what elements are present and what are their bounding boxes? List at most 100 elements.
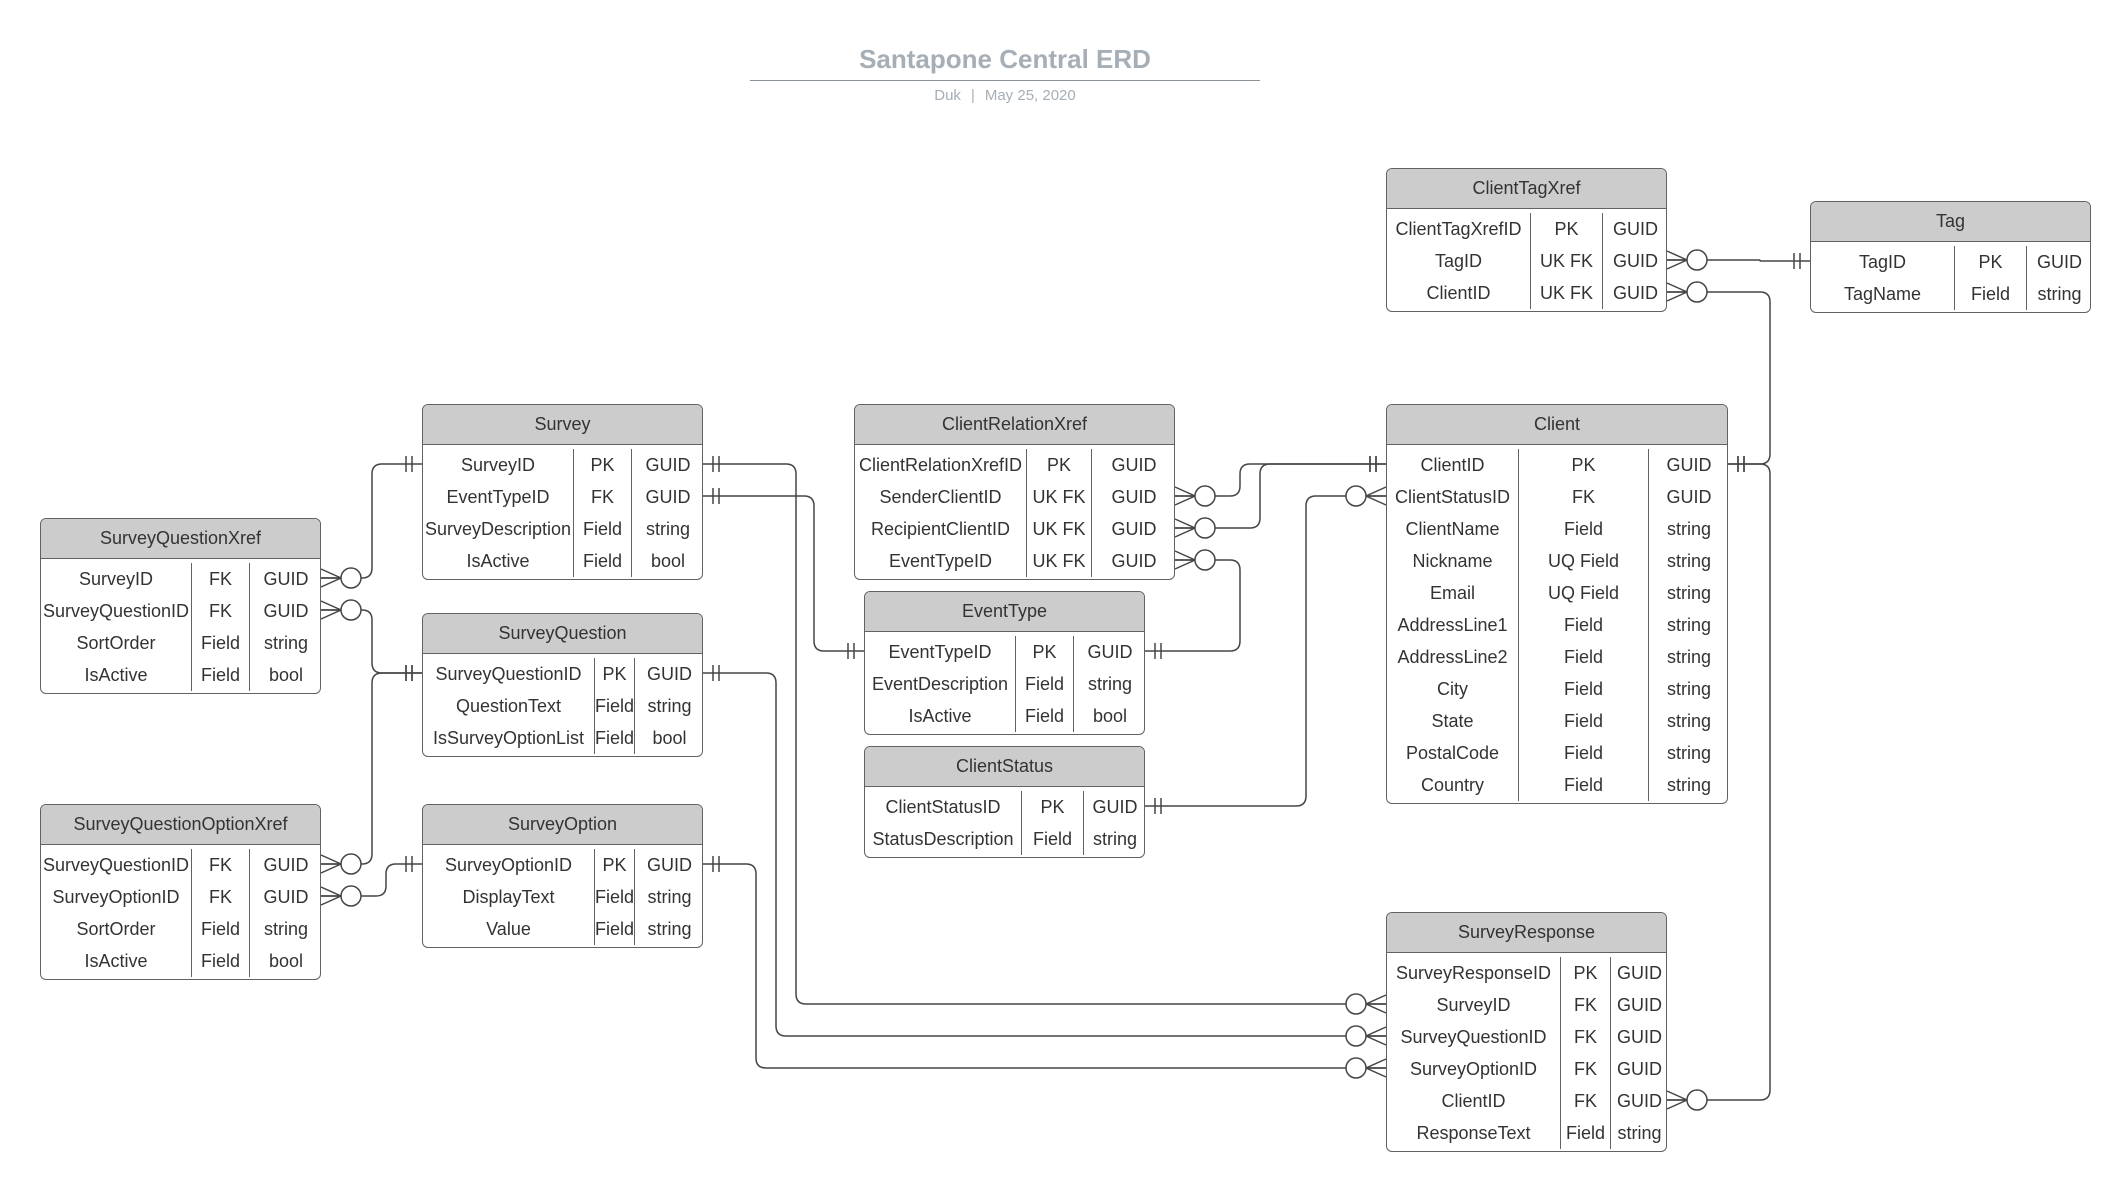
field-type: GUID: [1617, 1091, 1662, 1111]
cardinality-zero-mark: [1345, 1025, 1367, 1047]
field-type: GUID: [1111, 551, 1157, 571]
cardinality-many-mark: [320, 600, 343, 620]
field-key: Field: [595, 881, 635, 913]
author: Duk: [934, 87, 961, 104]
relationship-line: [1667, 463, 1771, 1101]
field-key: Field: [192, 627, 250, 659]
field-type: GUID: [1613, 283, 1658, 303]
field-key: FK: [192, 849, 250, 881]
relationship-line: [703, 463, 1386, 1005]
cardinality-zero-mark: [1194, 549, 1216, 571]
field-key: Field: [1022, 823, 1084, 855]
field-name: SurveyOptionID: [41, 881, 192, 913]
field-key: Field: [595, 722, 635, 754]
relationship-line: [321, 672, 422, 865]
entity-title: ClientRelationXref: [855, 405, 1174, 445]
relationship-line: [321, 863, 422, 897]
field-key: Field: [1016, 668, 1074, 700]
field-type: GUID: [647, 855, 692, 875]
field-name: SurveyDescription: [423, 513, 574, 545]
relationship-line: [1667, 259, 1810, 262]
field-name: SurveyQuestionID: [423, 658, 595, 690]
field-key: FK: [1561, 1021, 1611, 1053]
cardinality-many-mark: [1666, 282, 1689, 302]
field-name: IsActive: [41, 945, 192, 977]
cardinality-zero-mark: [1194, 485, 1216, 507]
subtitle-separator: |: [970, 87, 975, 104]
field-key: PK: [1519, 449, 1649, 481]
field-type: bool: [268, 665, 304, 685]
field-type: string: [263, 633, 308, 653]
field-name: SurveyQuestionID: [41, 849, 192, 881]
field-key: FK: [192, 595, 250, 627]
field-key: Field: [1519, 705, 1649, 737]
field-key: Field: [574, 545, 632, 577]
field-name: ClientTagXrefID: [1387, 213, 1531, 245]
field-type: GUID: [645, 455, 691, 475]
field-name: DisplayText: [423, 881, 595, 913]
relationship-line: [1667, 291, 1771, 465]
cardinality-many-mark: [1666, 250, 1689, 270]
field-key: PK: [595, 849, 635, 881]
field-type: GUID: [1092, 797, 1138, 817]
field-name: Nickname: [1387, 545, 1519, 577]
cardinality-many-mark: [1364, 486, 1387, 506]
field-key: PK: [1022, 791, 1084, 823]
cardinality-zero-mark: [1345, 993, 1367, 1015]
field-key: UQ Field: [1519, 577, 1649, 609]
cardinality-many-mark: [1364, 994, 1387, 1014]
field-key: Field: [595, 913, 635, 945]
field-name: IsActive: [423, 545, 574, 577]
field-name: EventTypeID: [855, 545, 1027, 577]
field-name: ClientID: [1387, 277, 1531, 309]
field-name: ClientRelationXrefID: [855, 449, 1027, 481]
cardinality-many-mark: [1666, 1090, 1689, 1110]
cardinality-many-mark: [320, 568, 343, 588]
field-name: City: [1387, 673, 1519, 705]
field-name: SurveyID: [41, 563, 192, 595]
field-name: EventDescription: [865, 668, 1016, 700]
entity-title: ClientStatus: [865, 747, 1144, 787]
entity-title: Survey: [423, 405, 702, 445]
field-key: Field: [1016, 700, 1074, 732]
relationship-line: [1175, 463, 1386, 529]
entity-title: SurveyQuestion: [423, 614, 702, 654]
field-name: SurveyResponseID: [1387, 957, 1561, 989]
field-key: Field: [192, 659, 250, 691]
cardinality-many-mark: [1174, 486, 1197, 506]
cardinality-zero-mark: [340, 885, 362, 907]
field-name: SurveyID: [423, 449, 574, 481]
relationship-line: [1145, 495, 1386, 807]
field-key: FK: [1561, 1053, 1611, 1085]
field-name: StatusDescription: [865, 823, 1022, 855]
field-type: string: [647, 919, 692, 939]
field-type: GUID: [1666, 487, 1712, 507]
field-name: EventTypeID: [865, 636, 1016, 668]
relationship-line: [1145, 559, 1241, 652]
field-key: Field: [1519, 737, 1649, 769]
field-type: string: [1666, 519, 1711, 539]
field-type: GUID: [1111, 455, 1157, 475]
cardinality-zero-mark: [1686, 281, 1708, 303]
field-key: PK: [1955, 246, 2027, 278]
field-name: SurveyQuestionID: [1387, 1021, 1561, 1053]
field-name: Country: [1387, 769, 1519, 801]
